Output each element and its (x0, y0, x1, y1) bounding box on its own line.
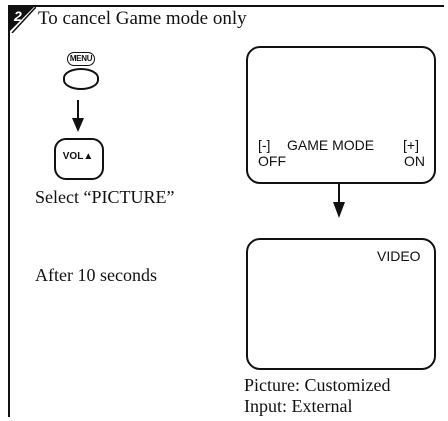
game-mode-minus-label: [-] (258, 137, 271, 153)
input-status-text: Input: External (244, 396, 353, 416)
step-number: 2 (13, 8, 22, 24)
down-arrow-icon (338, 184, 340, 206)
after-seconds-instruction: After 10 seconds (35, 265, 157, 285)
down-arrowhead-icon (72, 118, 84, 132)
tv-screen-video (246, 238, 436, 370)
game-mode-plus-label: [+] (403, 137, 419, 153)
down-arrowhead-icon (333, 202, 345, 218)
game-mode-off-option: OFF (258, 153, 286, 169)
menu-button[interactable] (63, 68, 99, 90)
menu-button-label: MENU (67, 52, 95, 66)
game-mode-on-option: ON (404, 153, 425, 169)
select-picture-instruction: Select “PICTURE” (35, 187, 175, 207)
step-frame-top (8, 5, 444, 7)
picture-status-text: Picture: Customized (244, 375, 391, 395)
step-title: To cancel Game mode only (38, 8, 247, 29)
vol-up-label: VOL▲ (62, 151, 94, 162)
tv-screen-game-mode (246, 46, 436, 184)
down-arrow-icon (77, 100, 79, 122)
video-source-label: VIDEO (377, 248, 421, 264)
vol-up-button[interactable] (54, 138, 104, 180)
game-mode-title: GAME MODE (287, 137, 375, 153)
step-frame-left (8, 5, 10, 417)
step-number-badge: 2 (10, 7, 36, 33)
